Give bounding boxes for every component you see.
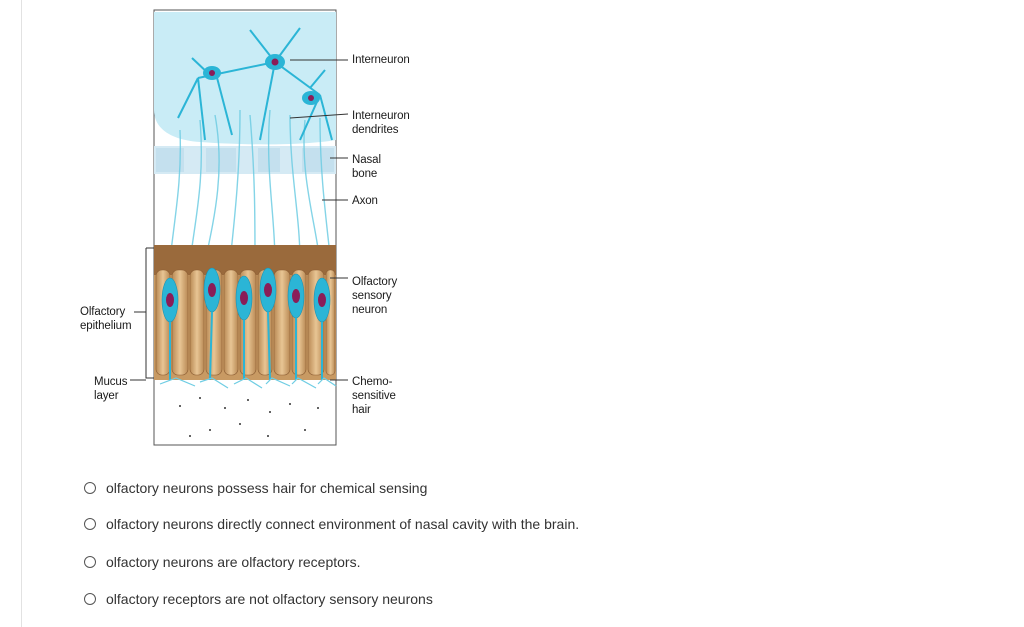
label-interneuron-dendrites: Interneuron dendrites	[352, 110, 410, 136]
label-olfactory-epithelium: Olfactory epithelium	[80, 306, 132, 332]
label-interneuron: Interneuron	[352, 54, 410, 66]
olfactory-diagram-drawing	[130, 9, 349, 446]
label-nasal-bone: Nasal bone	[352, 154, 381, 180]
label-chemosensitive-hair: Chemo- sensitive hair	[352, 376, 396, 416]
radio-button-3[interactable]	[84, 556, 96, 568]
radio-button-1[interactable]	[84, 482, 96, 494]
chemosensitive-hairs	[159, 377, 337, 389]
answer-option-4[interactable]: olfactory receptors are not olfactory se…	[84, 588, 433, 610]
answer-option-1-text: olfactory neurons possess hair for chemi…	[106, 480, 428, 496]
radio-button-2[interactable]	[84, 518, 96, 530]
answer-option-2-text: olfactory neurons directly connect envir…	[106, 516, 580, 532]
olfactory-bulb	[154, 12, 336, 145]
mucus-dots	[179, 397, 319, 437]
leader-lines	[130, 59, 349, 381]
answer-option-3[interactable]: olfactory neurons are olfactory receptor…	[84, 551, 360, 573]
olfactory-sensory-neurons	[161, 267, 331, 381]
page-left-border	[21, 0, 22, 627]
label-olfactory-sensory-neuron: Olfactory sensory neuron	[352, 276, 398, 316]
label-mucus-layer: Mucus layer	[94, 376, 128, 402]
interneurons	[177, 27, 333, 141]
answer-option-2[interactable]: olfactory neurons directly connect envir…	[84, 513, 579, 535]
nasal-bone	[154, 146, 336, 174]
answer-option-3-text: olfactory neurons are olfactory receptor…	[106, 554, 361, 570]
answer-option-1[interactable]: olfactory neurons possess hair for chemi…	[84, 477, 427, 499]
answer-option-4-text: olfactory receptors are not olfactory se…	[106, 591, 433, 607]
label-axon: Axon	[352, 195, 378, 207]
radio-button-4[interactable]	[84, 593, 96, 605]
olfactory-diagram: Interneuron Interneuron dendrites Nasal …	[80, 9, 410, 446]
